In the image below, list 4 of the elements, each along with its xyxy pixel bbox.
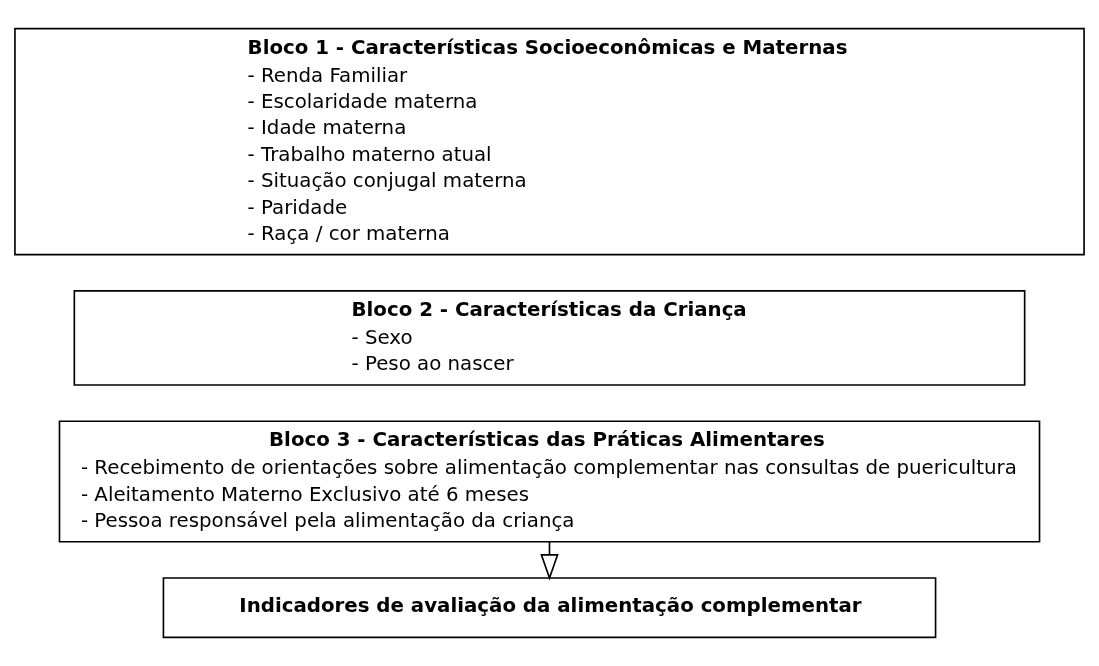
node-box: Indicadores de avaliação da alimentação complementar — [162, 577, 937, 639]
node-box: Bloco 2 - Características da Criança - Sexo - Peso ao nascer — [73, 290, 1026, 386]
node-box: Bloco 3 - Características das Práticas Alimentares - Recebimento de orientações sobre alimentação complementar nas consultas de puericultura - Aleitamento Materno Exclusivo até 6 meses - Pessoa responsável pela alimentação da criança — [58, 420, 1041, 543]
node-box: Bloco 1 - Características Socioeconômicas e Maternas - Renda Familiar - Escolaridade materna - Idade materna - Trabalho materno atual - Situação conjugal materna - Paridade - Raça / cor materna — [14, 27, 1085, 256]
